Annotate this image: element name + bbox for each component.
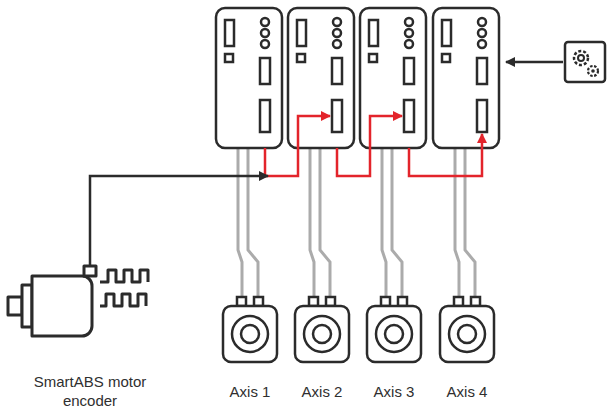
- axis-label: Axis 1: [215, 382, 285, 401]
- controller-icon: [506, 42, 605, 82]
- motor-symbol: [8, 266, 148, 336]
- servo-drive: [216, 8, 282, 148]
- encoder-label: SmartABS motor encoder: [25, 372, 155, 410]
- encoder-cable: [455, 148, 459, 298]
- encoder-daisy-chain: [265, 116, 482, 176]
- servo-drive: [433, 8, 499, 148]
- encoder-cable: [320, 148, 330, 298]
- axis-encoder: [223, 297, 277, 362]
- encoder-link: [409, 134, 482, 176]
- servo-drives: [216, 8, 499, 148]
- axis-label: Axis 3: [359, 382, 429, 401]
- axis-label: Axis 4: [432, 382, 502, 401]
- encoder-link: [337, 116, 402, 176]
- encoder-cable: [382, 148, 386, 298]
- encoder-link: [265, 116, 330, 176]
- axis-encoder: [295, 297, 349, 362]
- axis-label: Axis 2: [287, 382, 357, 401]
- encoder-cable: [238, 148, 242, 298]
- axis-encoders: [223, 297, 494, 362]
- encoder-cable: [310, 148, 314, 298]
- encoder-cable: [392, 148, 402, 298]
- axis-encoder: [440, 297, 494, 362]
- motor-encoder-cable: [90, 176, 268, 266]
- axis-encoder: [367, 297, 421, 362]
- encoder-cables: [238, 148, 475, 298]
- encoder-cable: [465, 148, 475, 298]
- encoder-cable: [248, 148, 258, 298]
